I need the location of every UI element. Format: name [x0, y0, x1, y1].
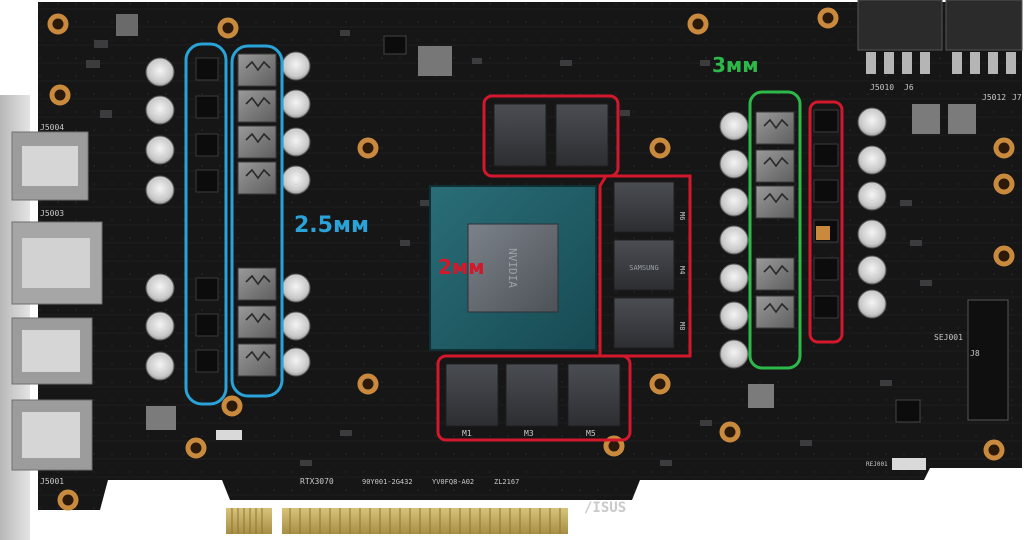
display-port-3: [11, 317, 93, 385]
left-vrm-capacitors: [145, 51, 311, 381]
sense-resistor: [816, 226, 830, 240]
silk-sej001: SEJ001: [934, 333, 963, 342]
memory-chip: [613, 181, 675, 233]
left-vrm-chokes: [237, 53, 277, 377]
memory-chip: [613, 297, 675, 349]
display-port-1: [11, 131, 89, 201]
silk-model: RTX3070: [300, 477, 334, 486]
brand-logo: /ISUS: [584, 500, 626, 516]
memory-chip: [555, 103, 609, 167]
silk-j8: J8: [970, 349, 980, 358]
silk-j5003: J5003: [40, 209, 64, 218]
silk-j6: J6: [904, 83, 914, 92]
memory-chip: [505, 363, 559, 427]
gpu-brand-mark: NVIDIA: [506, 248, 519, 288]
memory-brand-mark: SAMSUNG: [629, 264, 659, 272]
memory-chips: [445, 103, 675, 427]
silk-j5001: J5001: [40, 477, 64, 486]
io-bracket: [0, 95, 103, 540]
silk-j5010: J5010: [870, 83, 894, 92]
silk-j7: J7: [1012, 93, 1022, 102]
right-vrm-capacitors: [719, 107, 887, 369]
silk-rej001: REJ001: [866, 461, 888, 468]
annotation-label-3mm: 3мм: [712, 53, 759, 77]
memory-chip: [493, 103, 547, 167]
zigzag-logo-icon: [763, 118, 789, 314]
memory-marks: SAMSUNG: [629, 264, 659, 272]
mounting-holes: [47, 7, 1015, 511]
silk-m5: M5: [586, 429, 596, 438]
silkscreen: J5004 J5003 J5001 J5010 J6 J5012 J7 SEJ0…: [40, 83, 1022, 516]
annotation-green-region: [748, 90, 802, 370]
power-connectors: [857, 0, 1023, 74]
memory-chip: [567, 363, 621, 427]
memory-chip: [613, 239, 675, 291]
silk-code: YV0FQ8-A02: [432, 478, 474, 486]
display-port-4: [11, 399, 93, 471]
silk-m6: M6: [678, 212, 686, 220]
silk-m1: M1: [462, 429, 472, 438]
silk-m8: M8: [678, 322, 686, 330]
silk-part: 90Y001-2G432: [362, 478, 413, 486]
annotation-label-2-5mm: 2.5мм: [294, 213, 369, 238]
display-port-2: [11, 221, 103, 305]
silk-date: ZL2167: [494, 478, 519, 486]
silk-j5012: J5012: [982, 93, 1006, 102]
annotation-label-2mm: 2мм: [438, 255, 485, 279]
annotation-blue-regions: [184, 42, 284, 406]
silk-m4: M4: [678, 266, 686, 274]
gpu-package: NVIDIA: [429, 185, 597, 351]
silk-m3: M3: [524, 429, 534, 438]
annotation-red-regions: [436, 94, 844, 442]
silk-j5004: J5004: [40, 123, 64, 132]
zigzag-logo-icon: [245, 60, 271, 362]
right-vrm-chokes: [755, 111, 795, 329]
left-vrm-mosfets: [195, 57, 219, 373]
small-components: [86, 14, 1009, 470]
memory-chip: [445, 363, 499, 427]
pcie-gold-fingers: [226, 508, 568, 534]
